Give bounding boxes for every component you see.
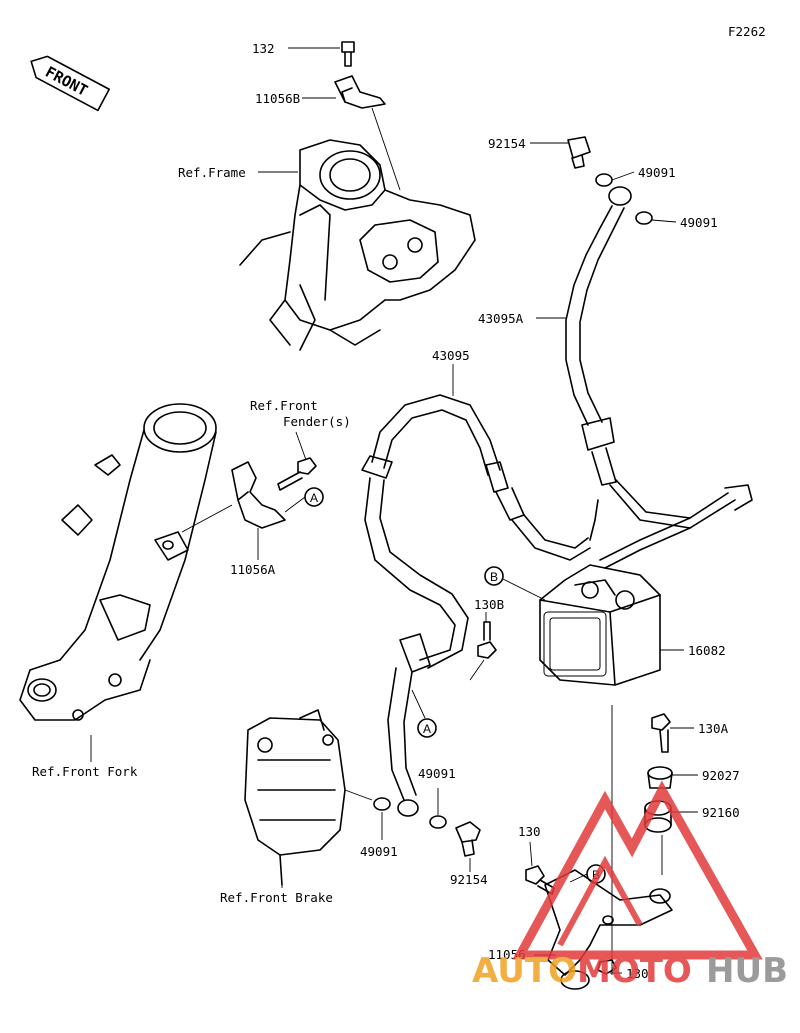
washer-49091-d-part: [429, 815, 447, 829]
bolt-130-bottom-part: [597, 959, 617, 975]
bolt-130A-part: [651, 713, 671, 753]
abs-unit-16082-part: [539, 564, 661, 686]
label-49091-a: 49091: [638, 165, 676, 180]
washer-49091-c-part: [373, 797, 391, 811]
bolt-130B-part: [477, 621, 497, 659]
label-130A: 130A: [698, 721, 729, 736]
label-49091-d: 49091: [360, 844, 398, 859]
label-132: 132: [252, 41, 275, 56]
label-16082: 16082: [688, 643, 726, 658]
bolt-132-part: [341, 41, 355, 67]
bolt-130-part: [525, 865, 555, 895]
bracket-11056-part: [544, 869, 673, 990]
callout-a-upper: A: [304, 487, 324, 507]
hose-43095-part: [361, 394, 599, 817]
callout-b-upper: B: [484, 566, 504, 586]
label-92160: 92160: [702, 805, 740, 820]
frame-part: [239, 139, 476, 351]
svg-text:A: A: [310, 491, 318, 505]
label-49091-b: 49091: [680, 215, 718, 230]
label-ref-fender-line2: Fender(s): [283, 414, 351, 429]
label-43095A: 43095A: [478, 311, 524, 326]
label-92154-bottom: 92154: [450, 872, 488, 887]
label-ref-fender-line1: Ref.Front: [250, 398, 318, 413]
bolt-fender-part: [277, 457, 317, 491]
figure-code: F2262: [728, 24, 766, 39]
clamp-11056B-part: [334, 75, 386, 109]
label-11056B: 11056B: [255, 91, 300, 106]
watermark-text-auto: AUTO: [472, 951, 577, 991]
label-43095: 43095: [432, 348, 470, 363]
label-130-a: 130: [518, 824, 541, 839]
svg-text:B: B: [490, 570, 498, 584]
label-92027: 92027: [702, 768, 740, 783]
label-ref-frame: Ref.Frame: [178, 165, 246, 180]
label-92154-top: 92154: [488, 136, 526, 151]
svg-text:A: A: [423, 722, 431, 736]
watermark-text-moto: MOTO: [577, 951, 692, 991]
front-fork-part: [19, 403, 217, 762]
label-ref-front-fork: Ref.Front Fork: [32, 764, 138, 779]
bolt-92154-bottom-part: [455, 821, 481, 857]
clamp-11056A-part: [231, 461, 286, 529]
label-11056A: 11056A: [230, 562, 276, 577]
label-130-b: 130: [626, 966, 649, 981]
callout-a-lower: A: [417, 718, 437, 738]
label-ref-front-brake: Ref.Front Brake: [220, 890, 333, 905]
watermark-text-hub: HUB: [706, 951, 788, 991]
label-130B: 130B: [474, 597, 504, 612]
watermark-logo: AUTO MOTO HUB: [472, 780, 788, 991]
front-brake-caliper-part: [244, 709, 346, 886]
label-49091-c: 49091: [418, 766, 456, 781]
front-arrow-icon: FRONT: [30, 55, 110, 112]
hose-43095A-part: [565, 136, 753, 569]
